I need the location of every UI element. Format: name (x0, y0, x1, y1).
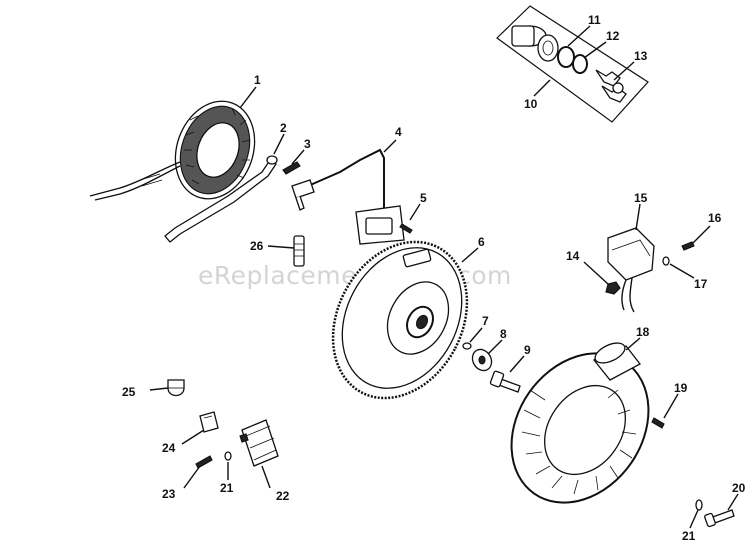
bolt-20 (704, 509, 735, 528)
callout-14: 14 (566, 249, 580, 263)
washer-21-right (695, 499, 703, 511)
screw-3 (282, 161, 301, 175)
callout-4: 4 (395, 125, 402, 139)
washer-17 (662, 256, 670, 266)
callout-13: 13 (634, 49, 648, 63)
screw-19 (651, 417, 665, 429)
callout-8: 8 (500, 327, 507, 341)
screw-23 (195, 455, 213, 469)
clip-25 (167, 379, 185, 397)
woodruff-key (462, 342, 472, 350)
bracket (164, 155, 278, 243)
regulator (239, 419, 279, 467)
flywheel-bolt (489, 370, 521, 393)
callout-22: 22 (276, 489, 290, 503)
key-switch-assembly (496, 5, 649, 123)
callout-1: 1 (254, 73, 261, 87)
callout-7: 7 (482, 314, 489, 328)
callout-24: 24 (162, 441, 176, 455)
callout-23: 23 (162, 487, 176, 501)
callout-12: 12 (606, 29, 620, 43)
fan (510, 342, 650, 504)
callout-21-left: 21 (220, 481, 234, 495)
flywheel (331, 240, 469, 400)
callout-16: 16 (708, 211, 722, 225)
callout-10: 10 (524, 97, 538, 111)
nut-14 (605, 281, 621, 295)
callout-20: 20 (732, 481, 746, 495)
callout-17: 17 (694, 277, 708, 291)
screw-16 (681, 241, 695, 251)
callout-2: 2 (280, 121, 287, 135)
stator (89, 100, 256, 201)
callout-15: 15 (634, 191, 648, 205)
callout-9: 9 (524, 343, 531, 357)
callout-3: 3 (304, 137, 311, 151)
callout-6: 6 (478, 235, 485, 249)
module-24 (199, 411, 219, 433)
callout-11: 11 (588, 13, 601, 27)
spark-plug (293, 235, 305, 267)
ignition-module (291, 148, 405, 245)
rectifier-module (607, 227, 655, 313)
leader-lines (149, 25, 739, 529)
callout-19: 19 (674, 381, 688, 395)
callout-26: 26 (250, 239, 264, 253)
callout-5: 5 (420, 191, 427, 205)
washer-8 (471, 348, 493, 372)
callout-21-right: 21 (682, 529, 696, 543)
callout-18: 18 (636, 325, 650, 339)
callout-25: 25 (122, 385, 136, 399)
washer-21-left (224, 451, 232, 461)
screw-5 (399, 223, 413, 234)
callout-labels: 1 2 3 4 5 6 7 8 9 10 11 12 13 14 15 16 1… (122, 13, 746, 543)
